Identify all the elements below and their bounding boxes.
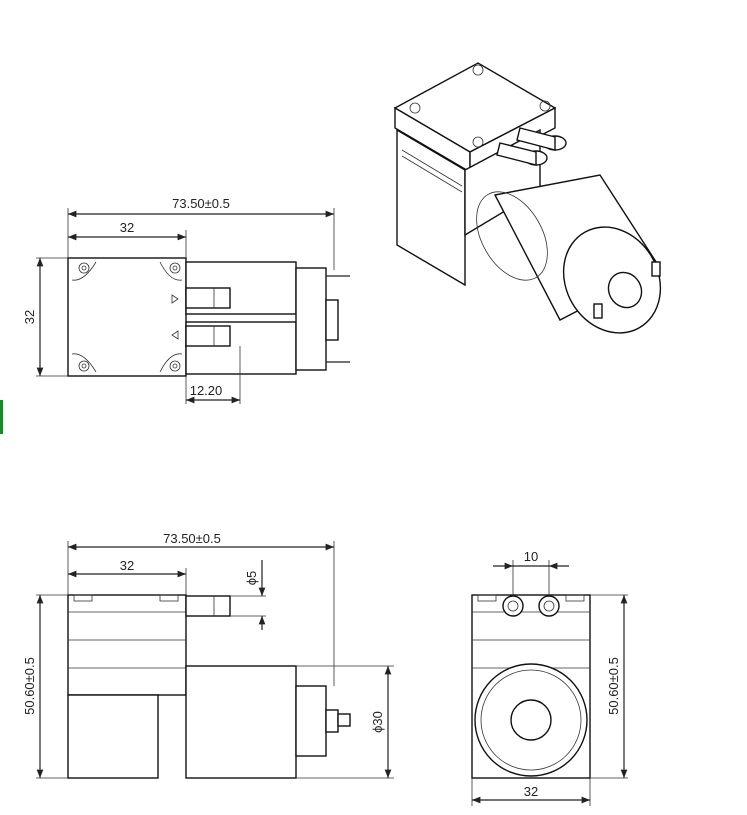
side-view-dimensions [36,541,394,779]
side-height-label: 50.60±0.5 [22,657,37,715]
top-view-dimensions [36,208,335,404]
top-port-offset-label: 12.20 [190,383,223,398]
top-view [67,257,350,377]
front-width-label: 32 [524,784,538,799]
front-view [471,594,591,779]
front-view-dimensions [471,560,628,806]
side-width-label: 32 [120,558,134,573]
port-diameter-label: ϕ5 [244,571,259,586]
top-height-label: 32 [22,310,37,324]
side-overall-length-label: 73.50±0.5 [163,531,221,546]
motor-diameter-label: ϕ30 [370,711,385,733]
green-edge-marker [0,400,3,434]
top-width-label: 32 [120,220,134,235]
front-height-label: 50.60±0.5 [606,657,621,715]
side-view [67,594,351,779]
top-overall-length-label: 73.50±0.5 [172,196,230,211]
port-spacing-label: 10 [524,549,538,564]
isometric-view [393,62,662,334]
